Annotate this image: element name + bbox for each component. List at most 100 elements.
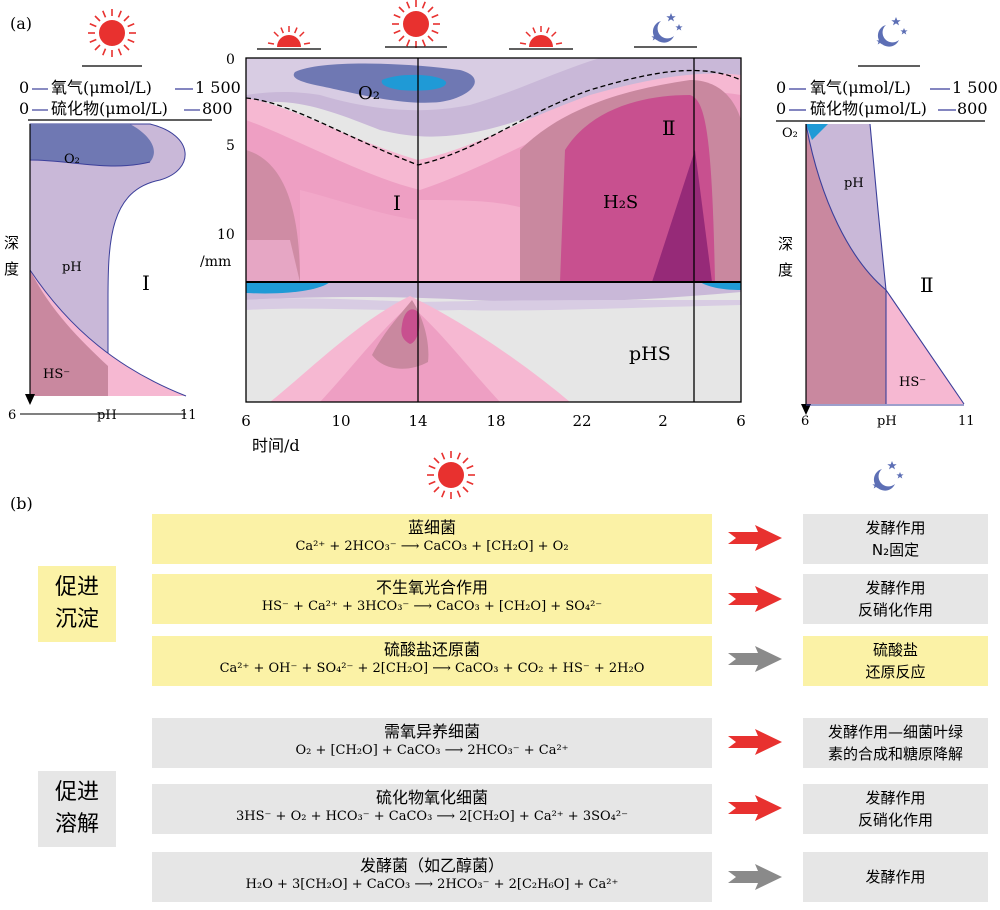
center-o2-label: O₂ (358, 83, 380, 104)
x-tick: 6 (241, 412, 251, 430)
center-y-axis: 0 5 10 /mm (200, 52, 235, 270)
right-axis-header: 0 氧气(μmol/L) 1 500 0 硫化物(μmol/L) 800 (776, 78, 998, 122)
x-tick: 18 (486, 412, 505, 430)
result-box: 发酵作用反硝化作用 (803, 784, 988, 834)
center-phs-label: pHS (629, 343, 671, 365)
result-box: 发酵作用 N₂固定 (803, 514, 988, 564)
result-line: 反硝化作用 (857, 601, 933, 619)
result-line: 发酵作用 (865, 519, 926, 537)
reaction-box-sulfide-oxidizing: 硫化物氧化细菌 3HS⁻ + O₂ + HCO₃⁻ + CaCO₃ ⟶ 2[CH… (152, 784, 712, 834)
center-x-label: 时间/d (252, 436, 300, 455)
group-label-line: 溶解 (54, 812, 99, 837)
right-o2-label: O₂ (782, 126, 798, 141)
center-region2-label: Ⅱ (662, 116, 676, 140)
right-oxygen-max: 1 500 (952, 78, 998, 97)
left-ph-axis-label: pH (97, 408, 117, 423)
result-line: 发酵作用 (865, 579, 926, 597)
reaction-box-sulfate-reducing: 硫酸盐还原菌 Ca²⁺ + OH⁻ + SO₄²⁻ + 2[CH₂O] ⟶ Ca… (152, 636, 712, 686)
group-dissolution-label: 促进溶解 (38, 771, 116, 847)
gray-arrow-icon (728, 864, 782, 890)
left-region-label: I (142, 271, 150, 295)
x-tick: 6 (736, 412, 746, 430)
result-line: 反硝化作用 (857, 811, 933, 829)
reaction-title: 不生氧光合作用 (375, 578, 488, 597)
reaction-box-anoxygenic-photosynthesis: 不生氧光合作用 HS⁻ + Ca²⁺ + 3HCO₃⁻ ⟶ CaCO₃ + [C… (152, 574, 712, 624)
reaction-title: 蓝细菌 (407, 518, 456, 537)
right-profile-plot (801, 123, 965, 415)
reaction-equation: 3HS⁻ + O₂ + HCO₃⁻ + CaCO₃ ⟶ 2[CH₂O] + Ca… (236, 809, 628, 824)
result-line: 硫酸盐 (872, 641, 918, 659)
right-ph-axis-label: pH (877, 414, 897, 429)
reaction-equation: O₂ + [CH₂O] + CaCO₃ ⟶ 2HCO₃⁻ + Ca²⁺ (295, 743, 569, 758)
result-box: 发酵作用—细菌叶绿素的合成和糖原降解 (803, 718, 988, 768)
group-precipitation-label: 促进沉淀 (38, 566, 116, 642)
sunrise-icon (256, 25, 322, 50)
right-oxygen-min: 0 (776, 78, 786, 97)
left-o2-label: O₂ (64, 152, 80, 167)
reaction-equation: Ca²⁺ + OH⁻ + SO₄²⁻ + 2[CH₂O] ⟶ CaCO₃ + C… (219, 661, 645, 676)
left-ph-axis-max: 11 (180, 408, 197, 423)
result-box: 硫酸盐还原反应 (803, 636, 988, 686)
sun-icon (87, 8, 137, 58)
reaction-box-fermenters: 发酵菌（如乙醇菌） H₂O + 3[CH₂O] + CaCO₃ ⟶ 2HCO₃⁻… (152, 852, 712, 902)
reaction-title: 需氧异养细菌 (383, 722, 480, 741)
x-tick: 22 (572, 412, 591, 430)
reaction-equation: HS⁻ + Ca²⁺ + 3HCO₃⁻ ⟶ CaCO₃ + [CH₂O] + S… (261, 599, 603, 614)
left-depth-label-1: 深 (4, 234, 19, 252)
panel-b-label: (b) (10, 494, 33, 513)
group-label-line: 促进 (54, 575, 99, 600)
moon-icon (872, 461, 904, 491)
red-arrow-icon (728, 795, 782, 821)
left-sulfide-max: 800 (202, 99, 233, 118)
right-depth-label-1: 深 (778, 235, 793, 253)
center-contour-plot (246, 58, 741, 402)
gray-arrow-icon (728, 646, 782, 672)
result-line: 素的合成和糖原降解 (827, 745, 963, 763)
red-arrow-icon (728, 729, 782, 755)
left-sulfide-label: 硫化物(μmol/L) (51, 99, 168, 118)
left-ph-label: pH (62, 260, 82, 275)
center-x-axis: 6 10 14 18 22 2 6 (241, 412, 746, 430)
right-sulfide-label: 硫化物(μmol/L) (810, 99, 927, 118)
right-oxygen-label: 氧气(μmol/L) (810, 78, 911, 97)
reaction-title: 发酵菌（如乙醇菌） (359, 856, 504, 875)
x-tick: 10 (331, 412, 350, 430)
sun-icon (391, 0, 441, 49)
right-sulfide-min: 0 (776, 99, 786, 118)
moon-icon (651, 13, 683, 43)
left-axis-header: 0 氧气(μmol/L) 1 500 0 硫化物(μmol/L) 800 (19, 78, 241, 121)
right-region-label: Ⅱ (920, 273, 934, 297)
reaction-box-aerobic-heterotrophs: 需氧异养细菌 O₂ + [CH₂O] + CaCO₃ ⟶ 2HCO₃⁻ + Ca… (152, 718, 712, 768)
reaction-equation: H₂O + 3[CH₂O] + CaCO₃ ⟶ 2HCO₃⁻ + 2[C₂H₆O… (245, 877, 619, 892)
group-label-line: 沉淀 (54, 607, 99, 632)
left-ph-axis-min: 6 (8, 408, 16, 423)
left-hs-label: HS⁻ (43, 367, 70, 382)
center-h2s-label: H₂S (603, 192, 638, 213)
x-tick: 14 (408, 412, 427, 430)
right-depth-label-2: 度 (778, 261, 793, 279)
red-arrow-icon (728, 525, 782, 551)
y-tick-0: 0 (226, 52, 235, 68)
reaction-title: 硫化物氧化细菌 (375, 788, 488, 807)
result-line: N₂固定 (871, 541, 920, 559)
reaction-box-cyanobacteria: 蓝细菌 Ca²⁺ + 2HCO₃⁻ ⟶ CaCO₃ + [CH₂O] + O₂ (152, 514, 712, 564)
result-line: 发酵作用 (865, 868, 926, 886)
result-box: 发酵作用反硝化作用 (803, 574, 988, 624)
left-oxygen-min: 0 (19, 78, 29, 97)
right-ph-axis-max: 11 (958, 414, 975, 429)
moon-icon (876, 17, 908, 47)
y-tick-5: 5 (226, 138, 235, 154)
left-sulfide-min: 0 (19, 99, 29, 118)
reaction-equation: Ca²⁺ + 2HCO₃⁻ ⟶ CaCO₃ + [CH₂O] + O₂ (295, 539, 569, 554)
y-tick-10: 10 (217, 227, 235, 243)
result-line: 发酵作用—细菌叶绿 (827, 723, 963, 741)
red-arrow-icon (728, 586, 782, 612)
y-unit-label: /mm (200, 254, 231, 270)
panel-a-label: (a) (10, 14, 32, 33)
x-tick: 2 (658, 412, 668, 430)
group-label-line: 促进 (54, 780, 99, 805)
center-region1-label: I (393, 191, 401, 215)
sun-icon (426, 450, 476, 500)
left-oxygen-max: 1 500 (195, 78, 241, 97)
